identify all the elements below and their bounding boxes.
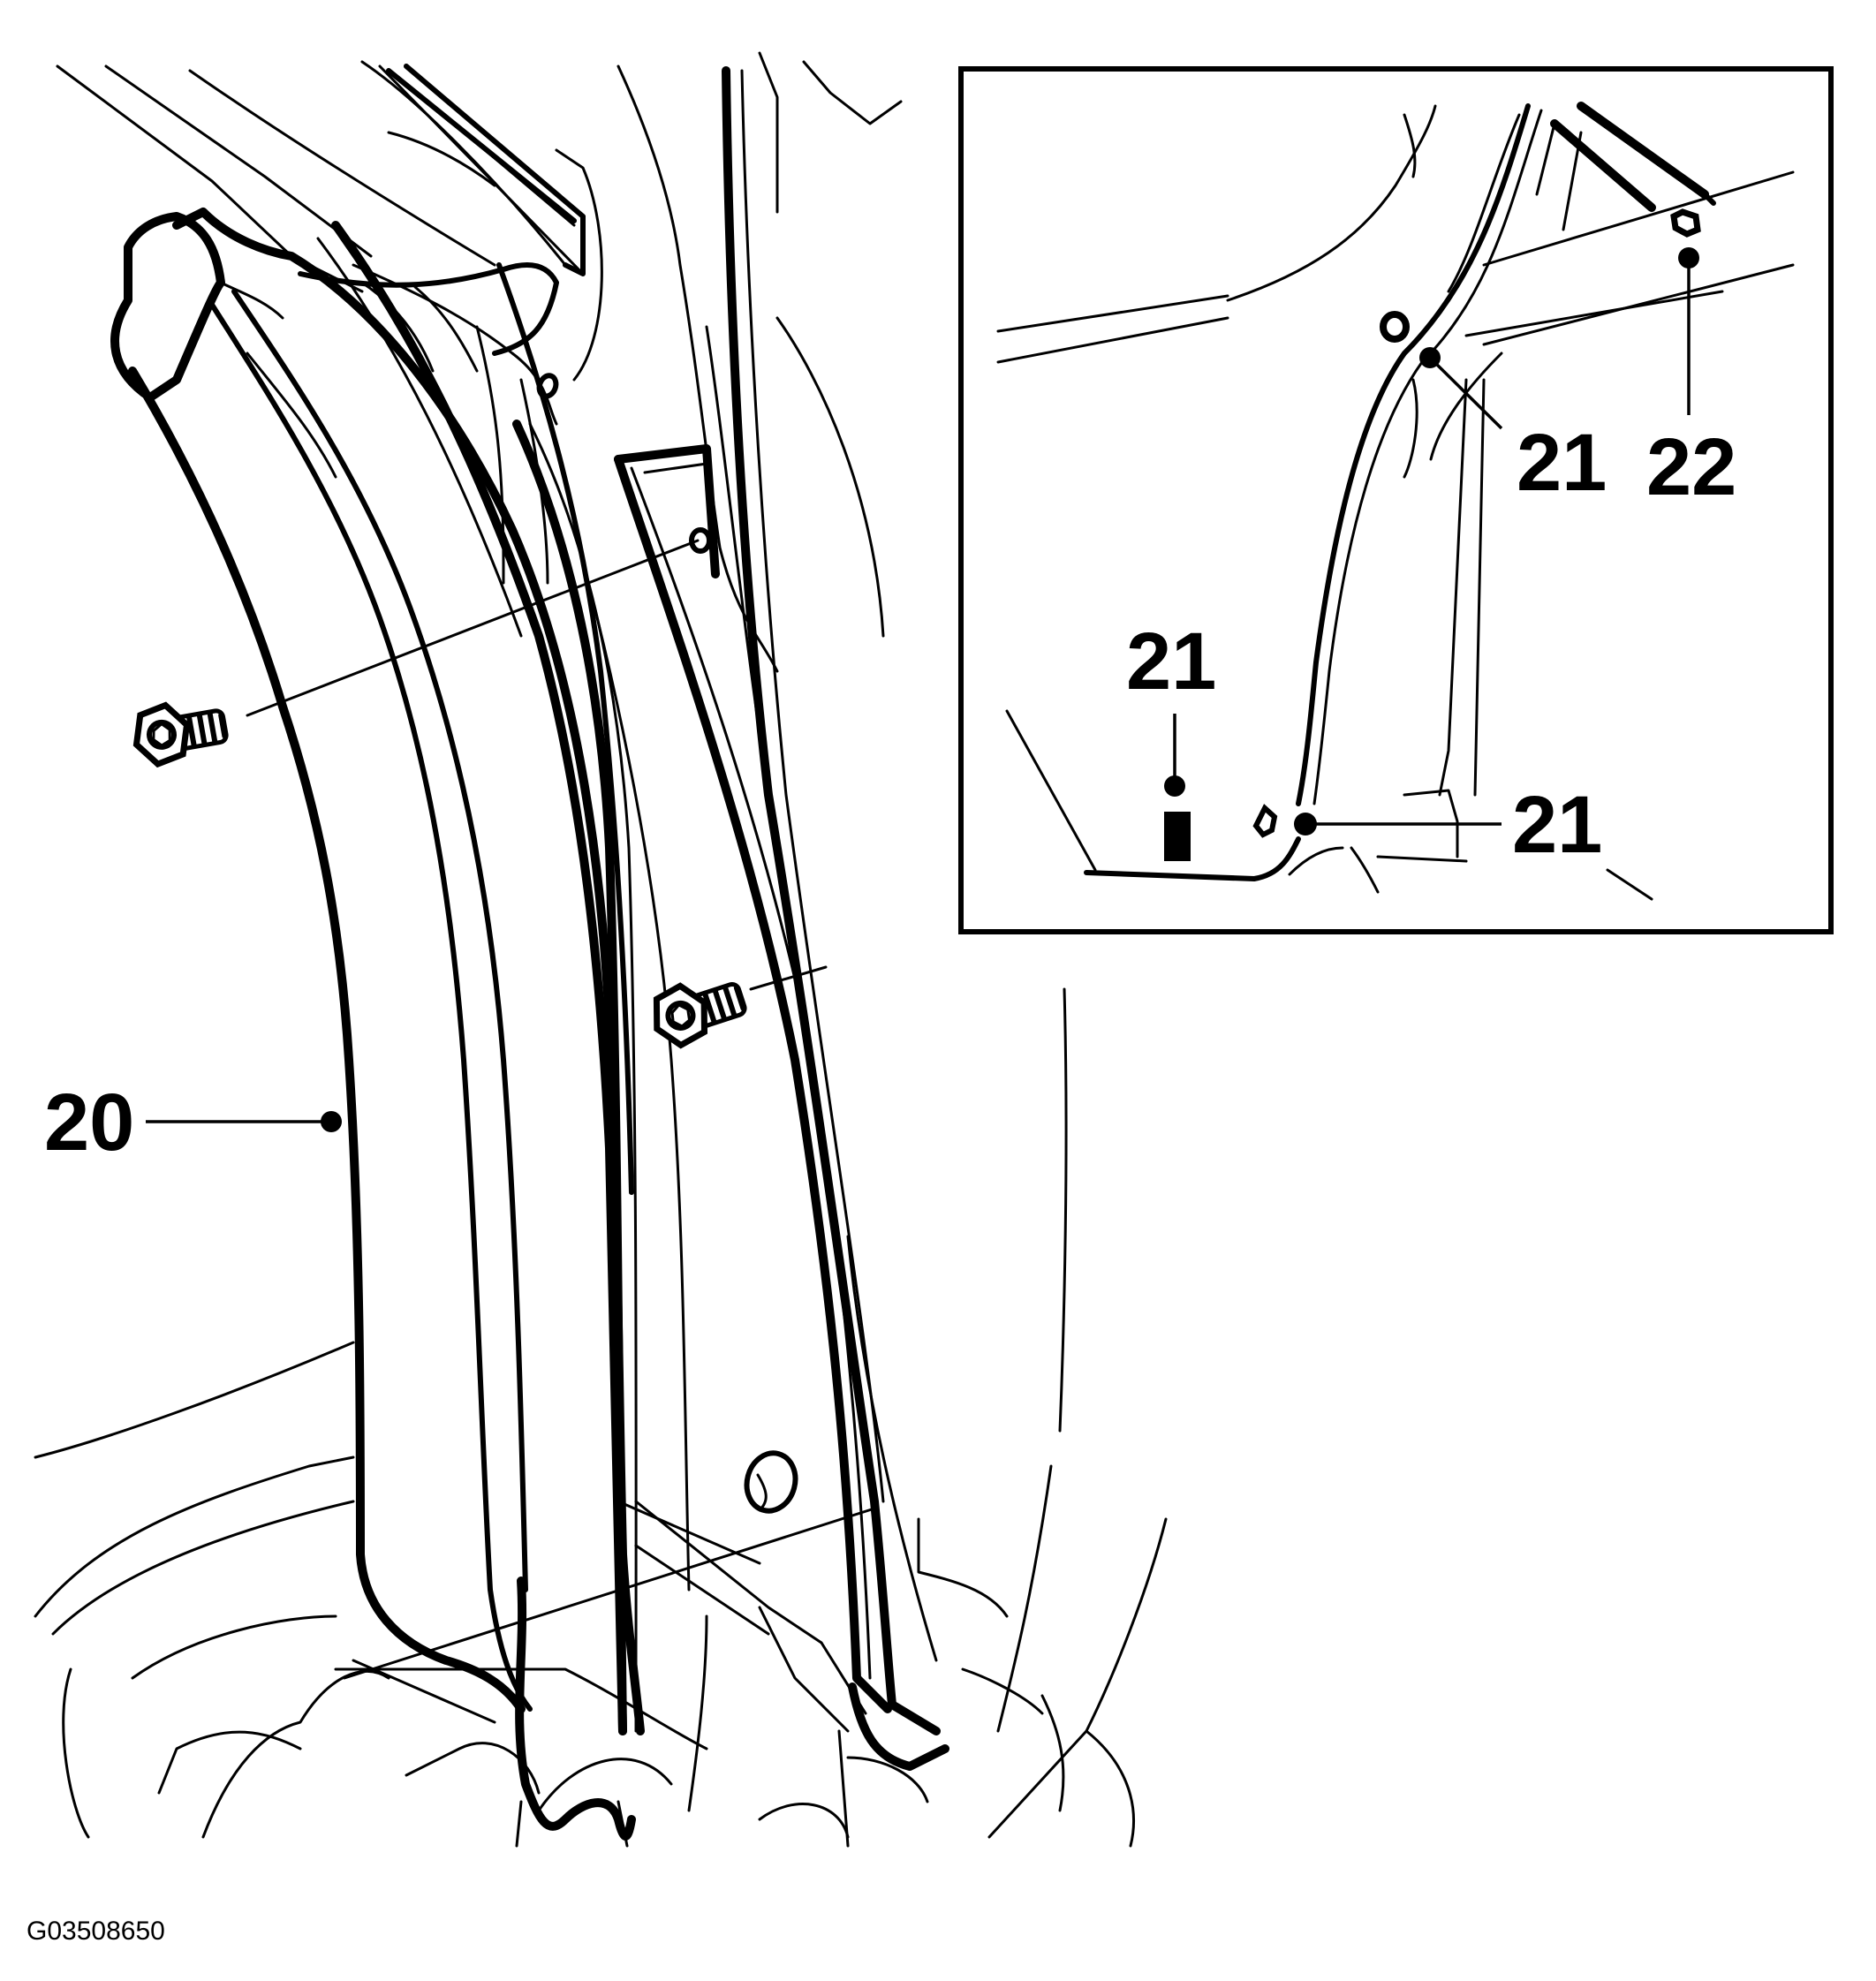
clip-upper-marker [1380, 311, 1410, 343]
callout-20: 20 [44, 1077, 342, 1168]
figure-id: G03508650 [26, 1917, 165, 1946]
callout-22: 22 [1646, 247, 1736, 512]
clip-lower-right-marker [1252, 804, 1278, 838]
callout-label-21-lower-left: 21 [1126, 616, 1216, 707]
callout-label-21-upper: 21 [1517, 418, 1607, 508]
alignment-lines [343, 1500, 876, 1680]
roof-structure [298, 64, 586, 585]
clip-lower-left-marker [1164, 812, 1191, 861]
trim-panel [110, 208, 645, 1735]
nut-marker [1670, 208, 1701, 238]
callout-label-22: 22 [1646, 422, 1736, 512]
callout-label-21-lower-right: 21 [1512, 780, 1602, 870]
callout-21-lower-right: 21 [1294, 780, 1602, 870]
callout-21-upper: 21 [1419, 347, 1607, 508]
main-view: 20 G03508650 [26, 51, 1168, 1946]
screw-upper [132, 539, 700, 768]
pillar-body [316, 66, 949, 1848]
inset-structure [996, 102, 1795, 901]
screw-lower [653, 965, 828, 1049]
callout-21-lower-left: 21 [1126, 616, 1216, 797]
inset-view: 21 22 21 21 [958, 66, 1834, 934]
callout-label-20: 20 [44, 1077, 134, 1168]
